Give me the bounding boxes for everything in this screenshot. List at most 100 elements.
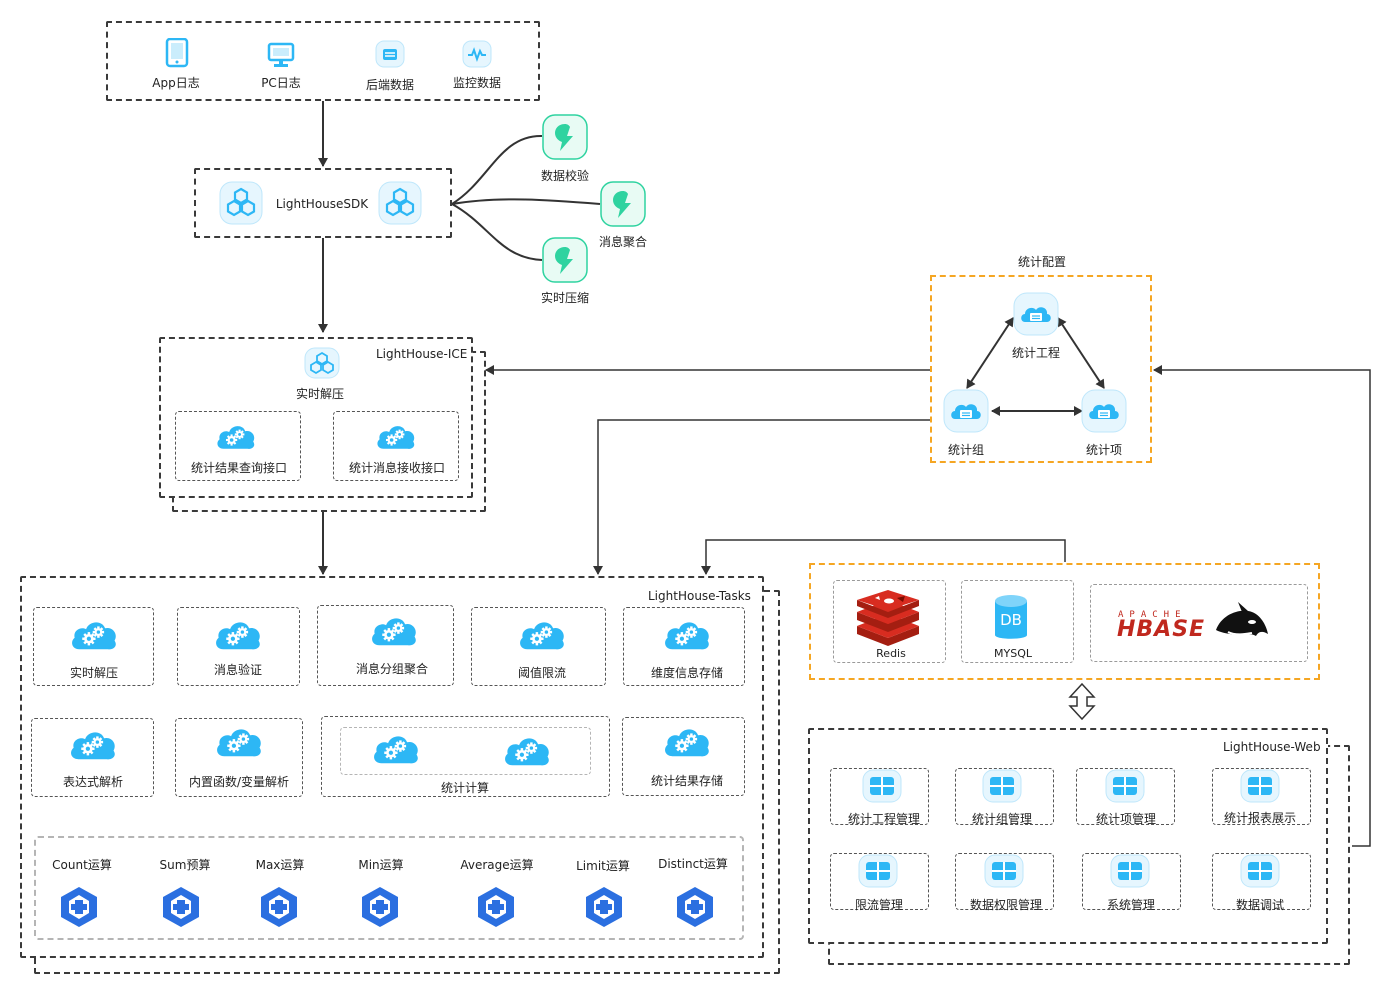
arrow-web-config (1153, 365, 1371, 847)
task-box-stat-calc (321, 716, 610, 797)
operator-hexagon-icon (478, 887, 514, 927)
tablet-icon (165, 38, 189, 68)
stat-group-icon (943, 389, 989, 433)
task-box-group-aggregate (317, 605, 454, 686)
arrow-config-tasks (593, 419, 930, 575)
database-icon-text: DB (1000, 611, 1022, 629)
task-box-builtin-funcs (175, 718, 303, 797)
web-item-debug: 数据调试 (1235, 898, 1285, 912)
config-box (930, 275, 1152, 463)
hbase-box (1090, 584, 1308, 662)
curve-sdk-compress (451, 203, 543, 261)
curve-sdk-verify (451, 134, 543, 205)
operator-label-min: Min运算 (358, 858, 404, 872)
source-label-backend: 后端数据 (365, 78, 415, 92)
stat-item-icon (1081, 389, 1127, 433)
operator-label-distinct: Distinct运算 (658, 857, 728, 871)
dashboard-panel-icon (984, 854, 1024, 888)
server-data-icon (375, 40, 405, 68)
dashboard-panel-icon (1110, 854, 1150, 888)
web-box-throttle-mgmt (830, 853, 929, 910)
task-label-decompress: 实时解压 (69, 666, 119, 680)
message-aggregate-icon (600, 181, 646, 227)
source-label-pc: PC日志 (261, 76, 301, 90)
ice-receive-interface-box (333, 411, 459, 481)
web-box (808, 728, 1328, 944)
operator-label-sum: Sum预算 (159, 858, 211, 872)
operator-hexagon-icon (163, 887, 199, 927)
cloud-gears-icon (216, 622, 261, 650)
monitor-icon (267, 42, 295, 67)
sdk-feature-aggregate: 消息聚合 (598, 235, 648, 249)
cloud-gears-icon (217, 729, 262, 757)
config-title: 统计配置 (1017, 255, 1067, 269)
sdk-feature-verify: 数据校验 (540, 169, 590, 183)
redis-logo-icon (857, 590, 919, 646)
web-box-item-mgmt (1076, 768, 1175, 825)
stat-project-icon (1013, 292, 1059, 336)
task-label-dimension-store: 维度信息存储 (650, 666, 724, 680)
redis-label: Redis (876, 647, 906, 660)
cloud-gears-icon (374, 736, 419, 764)
operator-hexagon-icon (586, 887, 622, 927)
web-title: LightHouse-Web (1223, 740, 1321, 754)
operator-hexagon-icon (677, 887, 713, 927)
ice-receive-interface-label: 统计消息接收接口 (348, 461, 446, 475)
web-box-system-mgmt (1082, 853, 1181, 910)
task-label-throttle: 阈值限流 (517, 666, 567, 680)
sdk-feature-compress: 实时压缩 (540, 291, 590, 305)
cloud-gears-icon (372, 618, 417, 646)
ice-decompress-label: 实时解压 (295, 387, 345, 401)
operator-hexagon-icon (362, 887, 398, 927)
task-box-throttle (471, 607, 606, 686)
web-item-item-mgmt: 统计项管理 (1095, 812, 1157, 826)
operator-label-max: Max运算 (255, 858, 305, 872)
cloud-gears-icon (377, 426, 415, 449)
source-label-monitor: 监控数据 (452, 76, 502, 90)
sdk-label: LightHouseSDK (275, 197, 369, 211)
cloud-gears-icon (665, 729, 710, 757)
config-node-group: 统计组 (947, 443, 985, 457)
web-item-project-mgmt: 统计工程管理 (847, 812, 921, 826)
data-sources-box (106, 21, 540, 101)
dashboard-panel-icon (1105, 769, 1145, 803)
web-item-system-mgmt: 系统管理 (1106, 898, 1156, 912)
hbase-logo-text: HBASE (1117, 617, 1206, 642)
operator-label-limit: Limit运算 (576, 859, 630, 873)
web-box-group-mgmt (955, 768, 1054, 825)
monitoring-data-icon (462, 40, 492, 68)
decompress-hexagons-icon (304, 347, 340, 379)
dashboard-panel-icon (858, 854, 898, 888)
task-box-stat-calc-inner (340, 727, 591, 775)
ice-title: LightHouse-ICE (376, 347, 468, 361)
task-label-builtin-funcs: 内置函数/变量解析 (188, 775, 290, 789)
task-label-expression: 表达式解析 (62, 775, 124, 789)
operator-label-average: Average运算 (460, 858, 534, 872)
task-box-dimension-store (623, 607, 745, 686)
web-box-project-mgmt (830, 768, 929, 825)
realtime-compress-icon (542, 237, 588, 283)
bidirectional-arrow-storage-web (1068, 682, 1096, 721)
arrow-proj-item (1057, 317, 1105, 389)
task-label-group-aggregate: 消息分组聚合 (355, 662, 429, 676)
task-box-validate (177, 607, 300, 686)
task-box-decompress (33, 607, 154, 686)
mysql-label: MYSQL (994, 647, 1032, 660)
web-item-throttle-mgmt: 限流管理 (854, 898, 904, 912)
sdk-hexagons-icon (219, 181, 263, 225)
redis-box (833, 580, 946, 663)
web-box-report (1212, 768, 1311, 825)
data-verify-icon (542, 114, 588, 160)
ice-query-interface-label: 统计结果查询接口 (190, 461, 288, 475)
web-item-permission-mgmt: 数据权限管理 (969, 898, 1043, 912)
cloud-gears-icon (71, 732, 116, 760)
dashboard-panel-icon (982, 769, 1022, 803)
cloud-gears-icon (520, 622, 565, 650)
web-box-permission-mgmt (955, 853, 1054, 910)
operator-hexagon-icon (261, 887, 297, 927)
ice-query-interface-box (175, 411, 301, 481)
operator-hexagon-icon (61, 887, 97, 927)
operators-box (34, 836, 744, 940)
task-label-validate: 消息验证 (213, 663, 263, 677)
tasks-title: LightHouse-Tasks (648, 589, 751, 603)
